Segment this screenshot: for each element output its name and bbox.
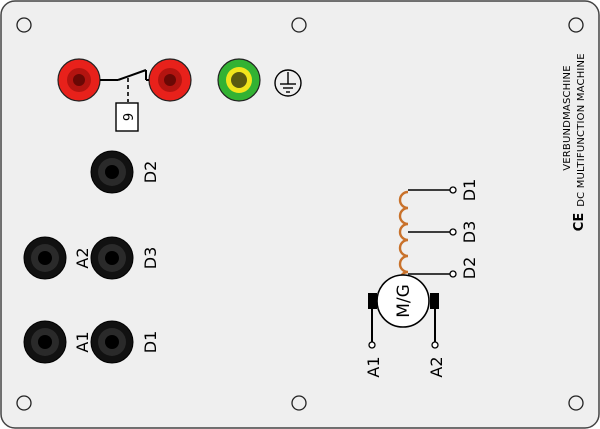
socket-group <box>23 150 134 364</box>
socket-label-d1: D1 <box>141 331 160 354</box>
mounting-holes <box>16 17 584 411</box>
coil-terminal-d3 <box>449 228 457 236</box>
motor-generator-icon: M/G <box>368 274 439 349</box>
coil-label-d3: D3 <box>460 221 479 244</box>
mounting-hole <box>568 395 584 411</box>
socket-label-d2: D2 <box>141 161 160 184</box>
motor-label: M/G <box>394 284 414 318</box>
mounting-hole <box>16 17 32 33</box>
title-english: DC MULTIFUNCTION MACHINE <box>576 53 587 207</box>
field-coil-icon <box>398 186 457 290</box>
armature-label-a2: A2 <box>427 356 446 377</box>
mounting-hole <box>568 17 584 33</box>
ce-mark: CE <box>572 213 587 231</box>
socket-a1[interactable] <box>23 320 67 364</box>
earth-ground-icon <box>274 69 302 97</box>
coil-terminal-d2 <box>449 270 457 278</box>
mounting-hole <box>291 395 307 411</box>
socket-d3[interactable] <box>90 236 134 280</box>
armature-terminal-a1 <box>368 341 376 349</box>
socket-label-d3: D3 <box>141 247 160 270</box>
mounting-hole <box>291 17 307 33</box>
thermal-switch-icon: 9 <box>115 102 139 132</box>
socket-a2[interactable] <box>23 236 67 280</box>
coil-label-d2: D2 <box>460 257 479 280</box>
red-socket-left[interactable] <box>57 58 101 102</box>
coil-label-d1: D1 <box>460 179 479 202</box>
socket-label-a2: A2 <box>73 247 92 268</box>
earth-socket[interactable] <box>217 58 261 102</box>
coil-terminal-d1 <box>449 186 457 194</box>
armature-terminal-a2 <box>431 341 439 349</box>
red-socket-right[interactable] <box>148 58 192 102</box>
switch-contact-icon <box>100 69 149 102</box>
socket-d1[interactable] <box>90 320 134 364</box>
thermal-label: 9 <box>122 113 137 121</box>
title-german: VERBUNDMASCHINE <box>562 65 573 171</box>
armature-label-a1: A1 <box>364 356 383 377</box>
socket-label-a1: A1 <box>73 331 92 352</box>
socket-d2[interactable] <box>90 150 134 194</box>
mounting-hole <box>16 395 32 411</box>
